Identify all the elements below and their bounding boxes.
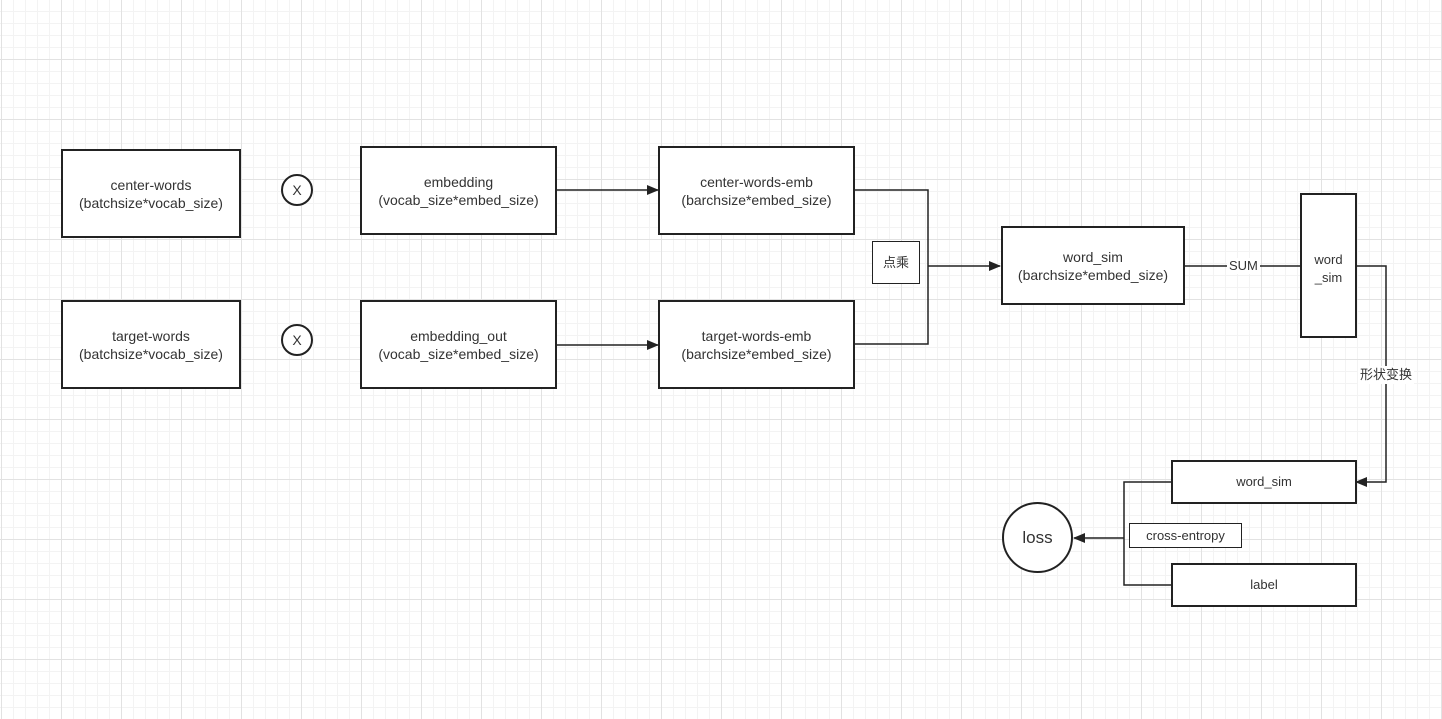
center-words-emb-shape: (barchsize*embed_size) (681, 191, 832, 208)
embedding-shape: (vocab_size*embed_size) (378, 191, 539, 208)
word-sim-shape: (barchsize*embed_size) (1017, 266, 1169, 283)
word-sim-tall-box[interactable]: word _sim (1300, 193, 1357, 338)
dot-product-label: 点乘 (882, 254, 909, 270)
word-sim-tall-line2: _sim (1314, 270, 1343, 285)
loss-circle[interactable]: loss (1002, 502, 1073, 573)
word-sim-bottom-label: word_sim (1236, 474, 1292, 489)
dot-product-box[interactable]: 点乘 (872, 241, 920, 284)
embedding-out-shape: (vocab_size*embed_size) (378, 345, 539, 362)
center-words-shape: (batchsize*vocab_size) (79, 194, 223, 211)
word-sim-tall-line1: word (1314, 252, 1343, 267)
embedding-out-box[interactable]: embedding_out (vocab_size*embed_size) (360, 300, 557, 389)
embedding-box[interactable]: embedding (vocab_size*embed_size) (360, 146, 557, 235)
reshape-label: 形状变换 (1358, 366, 1415, 384)
center-words-box[interactable]: center-words (batchsize*vocab_size) (61, 149, 241, 238)
target-words-shape: (batchsize*vocab_size) (79, 345, 223, 362)
target-words-box[interactable]: target-words (batchsize*vocab_size) (61, 300, 241, 389)
multiply-circle-top[interactable]: X (281, 174, 313, 206)
word-sim-box[interactable]: word_sim (barchsize*embed_size) (1001, 226, 1185, 305)
target-words-title: target-words (112, 327, 190, 344)
target-words-emb-box[interactable]: target-words-emb (barchsize*embed_size) (658, 300, 855, 389)
edge-target-emb-to-merge (854, 266, 929, 345)
center-words-title: center-words (110, 176, 192, 193)
center-words-emb-title: center-words-emb (700, 173, 813, 190)
word-sim-bottom-box[interactable]: word_sim (1171, 460, 1357, 504)
sum-label: SUM (1227, 258, 1260, 274)
edge-center-emb-to-merge (854, 189, 929, 266)
edge-inputs-to-loss (1074, 481, 1172, 586)
embedding-out-title: embedding_out (410, 327, 507, 344)
cross-entropy-text: cross-entropy (1146, 528, 1225, 543)
loss-label: loss (1022, 527, 1053, 547)
target-words-emb-shape: (barchsize*embed_size) (681, 345, 832, 362)
cross-entropy-label: cross-entropy (1129, 523, 1242, 548)
multiply-symbol-bottom: X (292, 332, 302, 348)
word-sim-title: word_sim (1063, 248, 1123, 265)
center-words-emb-box[interactable]: center-words-emb (barchsize*embed_size) (658, 146, 855, 235)
multiply-circle-bottom[interactable]: X (281, 324, 313, 356)
target-words-emb-title: target-words-emb (701, 327, 812, 344)
label-box[interactable]: label (1171, 563, 1357, 607)
label-text: label (1250, 577, 1278, 592)
multiply-symbol-top: X (292, 182, 302, 198)
embedding-title: embedding (423, 173, 494, 190)
